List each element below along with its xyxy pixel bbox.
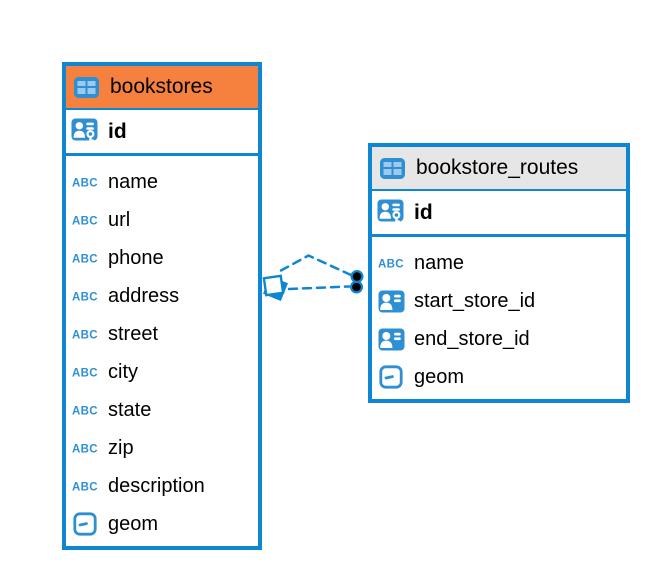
column-row-name[interactable]: ABC name xyxy=(372,244,626,282)
svg-text:ABC: ABC xyxy=(72,292,98,304)
columns-list: ABC name start_store_id end_store_id geo… xyxy=(372,237,626,399)
text-icon: ABC xyxy=(70,403,100,418)
text-icon: ABC xyxy=(70,251,100,266)
text-icon: ABC xyxy=(70,441,100,456)
relationship-line-lower[interactable] xyxy=(287,285,351,291)
column-row-state[interactable]: ABC state xyxy=(66,391,258,429)
column-row-url[interactable]: ABC url xyxy=(66,201,258,239)
column-row-geom[interactable]: geom xyxy=(66,505,258,543)
svg-text:ABC: ABC xyxy=(72,178,98,190)
column-label: city xyxy=(108,360,138,383)
column-row-street[interactable]: ABC street xyxy=(66,315,258,353)
primary-key-row[interactable]: id xyxy=(372,191,626,237)
table-title: bookstore_routes xyxy=(416,156,579,179)
reference-icon xyxy=(376,328,406,351)
primary-key-label: id xyxy=(108,119,127,143)
column-label: name xyxy=(108,170,159,193)
svg-text:ABC: ABC xyxy=(72,444,98,456)
svg-text:ABC: ABC xyxy=(72,254,98,266)
text-icon: ABC xyxy=(70,289,100,304)
geometry-icon xyxy=(376,365,406,389)
primary-key-icon xyxy=(376,199,406,226)
svg-text:ABC: ABC xyxy=(72,368,98,380)
column-label: street xyxy=(108,322,159,345)
relationship-source-marker-double-square[interactable] xyxy=(262,274,288,301)
svg-text:ABC: ABC xyxy=(72,482,98,494)
table-header-bookstore_routes[interactable]: bookstore_routes xyxy=(372,147,626,191)
column-row-address[interactable]: ABC address xyxy=(66,277,258,315)
table-icon xyxy=(71,76,101,98)
svg-text:ABC: ABC xyxy=(72,216,98,228)
column-label: phone xyxy=(108,246,164,269)
column-row-city[interactable]: ABC city xyxy=(66,353,258,391)
column-label: start_store_id xyxy=(414,289,536,312)
text-icon: ABC xyxy=(70,365,100,380)
text-icon: ABC xyxy=(70,175,100,190)
column-row-phone[interactable]: ABC phone xyxy=(66,239,258,277)
table-bookstores[interactable]: bookstores id ABC name ABC url ABC phone xyxy=(62,62,262,550)
column-row-end_store_id[interactable]: end_store_id xyxy=(372,320,626,358)
svg-text:ABC: ABC xyxy=(378,259,404,271)
column-label: end_store_id xyxy=(414,327,530,350)
column-row-zip[interactable]: ABC zip xyxy=(66,429,258,467)
column-label: url xyxy=(108,208,131,231)
column-label: description xyxy=(108,474,205,497)
column-row-start_store_id[interactable]: start_store_id xyxy=(372,282,626,320)
text-icon: ABC xyxy=(376,256,406,271)
relationship-target-dot-lower[interactable] xyxy=(350,280,364,294)
relationship-target-dot-upper[interactable] xyxy=(350,270,364,284)
svg-text:ABC: ABC xyxy=(72,330,98,342)
text-icon: ABC xyxy=(70,327,100,342)
column-label: address xyxy=(108,284,180,307)
text-icon: ABC xyxy=(70,213,100,228)
column-row-geom[interactable]: geom xyxy=(372,358,626,396)
reference-icon xyxy=(376,290,406,313)
primary-key-row[interactable]: id xyxy=(66,110,258,156)
column-label: zip xyxy=(108,436,134,459)
relationship-line-upper[interactable] xyxy=(279,254,354,277)
column-label: geom xyxy=(108,512,159,535)
primary-key-icon xyxy=(70,118,100,145)
columns-list: ABC name ABC url ABC phone ABC address A… xyxy=(66,156,258,546)
table-icon xyxy=(377,157,407,179)
column-row-description[interactable]: ABC description xyxy=(66,467,258,505)
table-bookstore_routes[interactable]: bookstore_routes id ABC name start_s xyxy=(368,143,630,403)
column-row-name[interactable]: ABC name xyxy=(66,163,258,201)
geometry-icon xyxy=(70,512,100,536)
table-header-bookstores[interactable]: bookstores xyxy=(66,66,258,110)
column-label: state xyxy=(108,398,152,421)
svg-text:ABC: ABC xyxy=(72,406,98,418)
column-label: name xyxy=(414,251,465,274)
column-label: geom xyxy=(414,365,465,388)
primary-key-label: id xyxy=(414,200,433,224)
text-icon: ABC xyxy=(70,479,100,494)
table-title: bookstores xyxy=(110,75,213,98)
